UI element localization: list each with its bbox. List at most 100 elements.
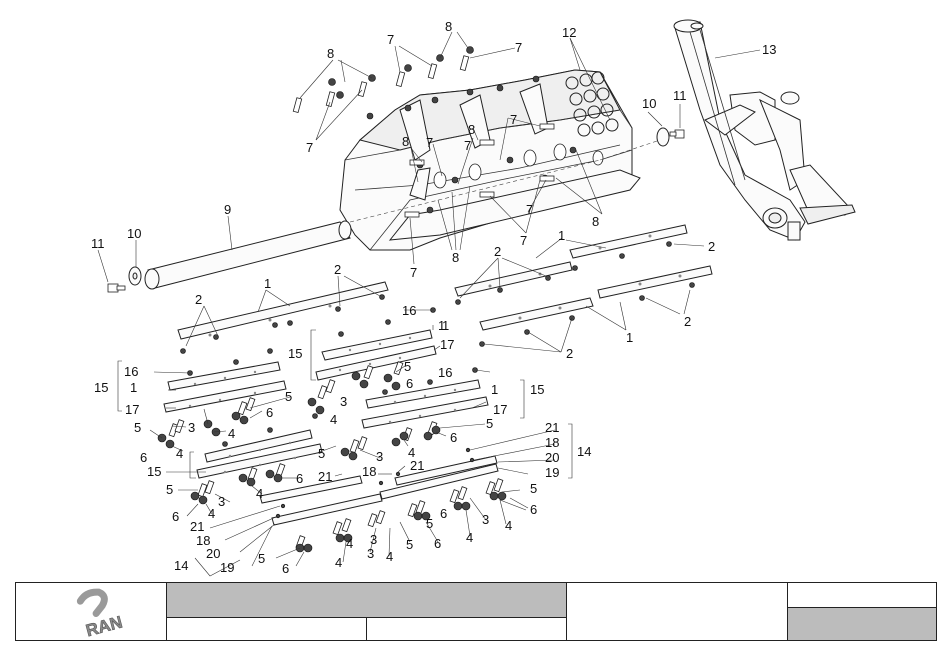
callout-5: 5 [404,359,411,374]
callout-8: 8 [468,122,475,137]
callout-4: 4 [386,549,393,564]
callout-6: 6 [406,376,413,391]
callout-21: 21 [410,458,424,473]
callout-15: 15 [147,464,161,479]
callout-4: 4 [346,536,353,551]
callout-6: 6 [434,536,441,551]
callout-3: 3 [367,546,374,561]
callout-21: 21 [190,519,204,534]
callout-8: 8 [452,250,459,265]
callout-4: 4 [208,506,215,521]
callout-4: 4 [228,426,235,441]
callout-6: 6 [296,471,303,486]
callout-3: 3 [188,420,195,435]
reference-cell [367,618,567,640]
callout-8: 8 [402,134,409,149]
callout-12: 12 [562,25,576,40]
callout-3: 3 [482,512,489,527]
callout-20: 20 [206,546,220,561]
callout-6: 6 [530,502,537,517]
callout-8: 8 [592,214,599,229]
callout-5: 5 [134,420,141,435]
callout-6: 6 [140,450,147,465]
callout-4: 4 [505,518,512,533]
callout-5: 5 [166,482,173,497]
callout-19: 19 [220,560,234,575]
callout-7: 7 [426,135,433,150]
main-frame [293,47,660,251]
callout-19: 19 [545,465,559,480]
callout-5: 5 [285,389,292,404]
company-logo: RAN [16,583,167,640]
callout-3: 3 [218,494,225,509]
callout-2: 2 [708,239,715,254]
callout-7: 7 [526,202,533,217]
callout-17: 17 [493,402,507,417]
sheet-cell [788,583,936,608]
callout-15: 15 [530,382,544,397]
callout-7: 7 [410,265,417,280]
logo-cell: RAN [16,583,167,640]
callout-11: 11 [673,88,687,103]
callout-1: 1 [264,276,271,291]
callout-14: 14 [174,558,188,573]
callout-1: 1 [438,318,445,333]
callout-4: 4 [176,446,183,461]
callout-18: 18 [545,435,559,450]
callout-4: 4 [256,486,263,501]
callout-5: 5 [258,551,265,566]
callout-6: 6 [266,405,273,420]
callout-1: 1 [626,330,633,345]
callout-6: 6 [172,509,179,524]
callout-2: 2 [566,346,573,361]
callout-17: 17 [125,402,139,417]
callout-21: 21 [318,469,332,484]
logo-text: RAN [84,612,125,640]
callout-2: 2 [494,244,501,259]
callout-3: 3 [376,449,383,464]
revision-cell [788,608,936,640]
callout-21: 21 [545,420,559,435]
callout-15: 15 [94,380,108,395]
callout-11: 11 [91,236,105,251]
callout-2: 2 [684,314,691,329]
callout-15: 15 [288,346,302,361]
callout-5: 5 [318,446,325,461]
callout-10: 10 [127,226,141,241]
callout-8: 8 [445,19,452,34]
title-block: RAN [15,582,937,641]
callout-1: 1 [491,382,498,397]
callout-14: 14 [577,444,591,459]
callout-5: 5 [486,416,493,431]
callout-16: 16 [124,364,138,379]
exploded-parts-diagram: 8 8 7 7 7 12 13 10 11 8 7 7 8 7 8 9 10 1… [0,0,950,580]
callout-16: 16 [438,365,452,380]
callout-6: 6 [440,506,447,521]
callout-6: 6 [450,430,457,445]
callout-1: 1 [558,228,565,243]
callout-10: 10 [642,96,656,111]
drawing-number-cell [567,583,788,640]
description-cell [167,583,567,618]
callout-1: 1 [130,380,137,395]
callout-7: 7 [387,32,394,47]
callout-9: 9 [224,202,231,217]
callout-7: 7 [515,40,522,55]
callout-4: 4 [466,530,473,545]
callout-2: 2 [195,292,202,307]
callout-5: 5 [426,516,433,531]
callout-4: 4 [335,555,342,570]
callout-5: 5 [530,481,537,496]
callout-6: 6 [282,561,289,576]
callout-20: 20 [545,450,559,465]
callout-5: 5 [406,537,413,552]
callout-7: 7 [520,233,527,248]
callout-17: 17 [440,337,454,352]
callout-13: 13 [762,42,776,57]
callout-7: 7 [510,112,517,127]
callout-2: 2 [334,262,341,277]
callout-4: 4 [330,412,337,427]
callout-3: 3 [340,394,347,409]
callout-8: 8 [327,46,334,61]
code-cell [167,618,367,640]
